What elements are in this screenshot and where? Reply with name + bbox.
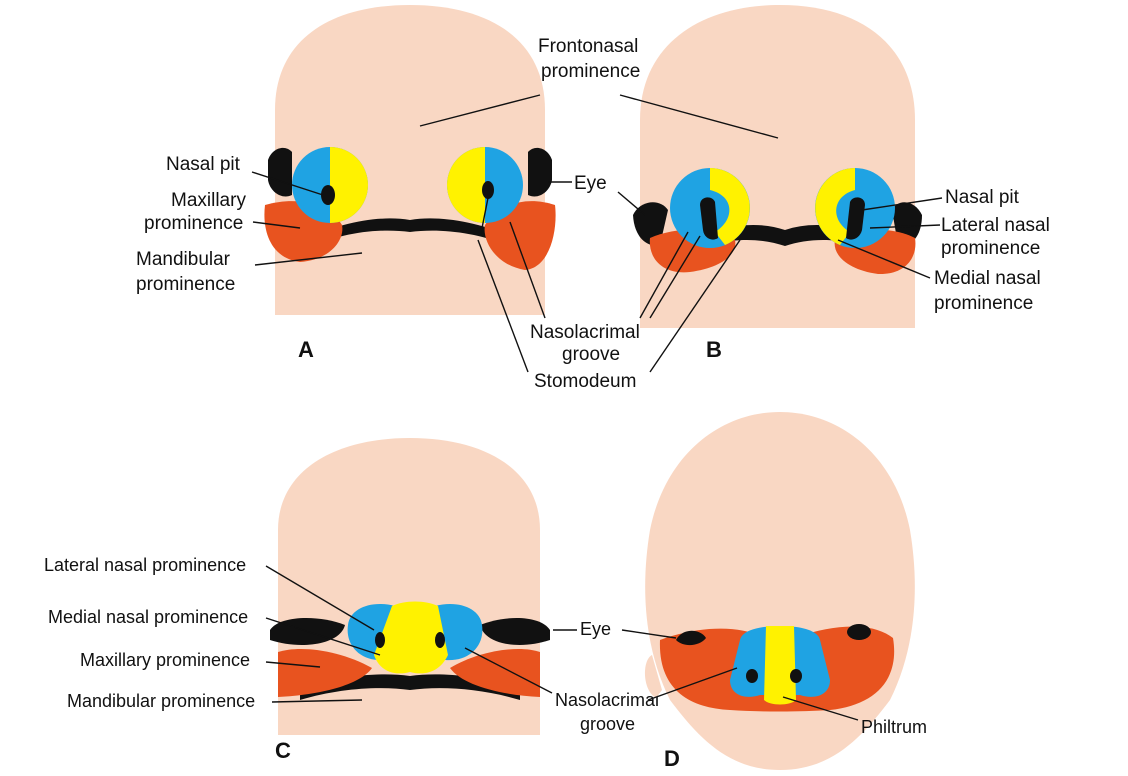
panel-d-letter: D	[664, 746, 680, 771]
panel-c-medial-leader	[265, 617, 381, 656]
panel-a: Nasal pit Maxillary prominence Mandibula…	[136, 5, 556, 362]
panel-b-letter: B	[706, 337, 722, 362]
panel-b-medial-label-2: prominence	[934, 293, 1033, 314]
panel-b-eye-leader	[617, 191, 646, 216]
panel-d-right-eye	[847, 624, 871, 640]
panel-a-mandibular-label-1: Mandibular	[136, 249, 231, 270]
panel-a-right-nasal-yellow	[447, 147, 485, 223]
panel-b: Nasal pit Lateral nasal prominence Media…	[617, 5, 1050, 362]
panel-b-right-nasal-yellow	[815, 168, 855, 245]
panel-a-maxillary-label-2: prominence	[144, 213, 243, 234]
nasolacrimal-leader-b	[639, 231, 689, 319]
panel-a-frontonasal-leader	[419, 94, 541, 127]
shared-ab-labels: Frontonasal prominence Eye Nasolacrimal …	[477, 36, 741, 392]
panel-d-philtrum-label: Philtrum	[861, 717, 927, 737]
panel-d-right-nostril	[790, 669, 802, 683]
panel-d-left-ear	[644, 655, 662, 698]
panel-c-medial-label: Medial nasal prominence	[48, 607, 248, 627]
nasolacrimal-label-1: Nasolacrimal	[530, 322, 640, 343]
eye-label: Eye	[574, 173, 607, 194]
nasolacrimal-leader-b2	[649, 235, 701, 319]
panel-a-right-nasal-pit	[482, 181, 494, 199]
panel-c-left-maxillary	[278, 648, 372, 697]
panel-a-left-nasal-pit	[321, 185, 335, 205]
panel-a-right-eye	[528, 147, 552, 197]
panel-c-nasolacrimal-label-2: groove	[580, 714, 635, 734]
panel-b-nasal-pit-leader	[861, 197, 943, 211]
panel-d-philtrum-leader	[782, 696, 859, 721]
panel-c-lateral-leader	[265, 565, 375, 631]
panel-a-left-nasal-yellow	[330, 147, 368, 223]
panel-b-frontonasal-leader	[619, 94, 779, 139]
panel-a-letter: A	[298, 337, 314, 362]
panel-b-medial-leader	[837, 239, 931, 279]
panel-c-right-maxillary	[450, 648, 540, 697]
panel-d-philtrum	[764, 626, 796, 705]
panel-c-letter: C	[275, 738, 291, 763]
panel-c: Lateral nasal prominence Medial nasal pr…	[44, 438, 659, 763]
panel-b-right-nasal-pit	[846, 197, 865, 240]
panel-c-mandibular-leader	[271, 699, 363, 703]
stomodeum-leader-b	[649, 239, 741, 373]
panel-a-stomodeum	[305, 218, 520, 250]
panel-c-nasolacrimal-leader	[464, 647, 553, 694]
panel-a-maxillary-label-1: Maxillary	[171, 190, 246, 211]
panel-c-mandibular-label: Mandibular prominence	[67, 691, 255, 711]
panel-a-mandibular-label-2: prominence	[136, 274, 235, 295]
panel-c-medial	[374, 601, 448, 674]
panel-c-maxillary-label: Maxillary prominence	[80, 650, 250, 670]
stomodeum-leader-a	[477, 239, 529, 373]
panel-d-eye-leader	[621, 629, 677, 639]
panel-b-left-nasal-pit	[700, 197, 718, 240]
panel-b-lateral-label-1: Lateral nasal	[941, 215, 1050, 236]
panel-d-left-nostril	[746, 669, 758, 683]
panel-a-right-groove	[481, 197, 489, 229]
panel-a-left-eye	[268, 147, 292, 197]
nasolacrimal-leader-a	[509, 221, 546, 319]
stomodeum-label: Stomodeum	[534, 371, 636, 392]
panel-a-maxillary-leader	[252, 221, 301, 229]
frontonasal-label-2: prominence	[541, 61, 640, 82]
panel-a-mandibular-leader	[254, 252, 363, 266]
panel-a-head	[275, 5, 545, 315]
panel-c-lateral-right	[435, 604, 483, 661]
panel-c-eye-label: Eye	[580, 619, 611, 639]
panel-c-nasolacrimal-label-1: Nasolacrimal	[555, 690, 659, 710]
panel-b-nasal-pit-label: Nasal pit	[945, 187, 1020, 208]
panel-b-head	[640, 5, 915, 328]
panel-c-left-nostril	[375, 632, 385, 648]
panel-c-maxillary-leader	[265, 661, 321, 668]
panel-a-nasal-pit-leader	[251, 171, 324, 196]
panel-b-lateral-label-2: prominence	[941, 238, 1040, 259]
frontonasal-label-1: Frontonasal	[538, 36, 638, 57]
panel-d: Philtrum D	[621, 412, 927, 771]
panel-c-right-nostril	[435, 632, 445, 648]
panel-d-nasolacrimal-leader	[647, 667, 738, 701]
panel-c-right-eye	[480, 618, 550, 645]
panel-b-left-nasal-yellow	[710, 168, 750, 245]
panel-d-left-eye	[676, 630, 706, 646]
nasolacrimal-label-2: groove	[562, 344, 620, 365]
panel-b-medial-label-1: Medial nasal	[934, 268, 1041, 289]
panel-a-nasal-pit-label: Nasal pit	[166, 154, 241, 175]
panel-b-lateral-leader	[869, 224, 941, 229]
panel-c-lateral-label: Lateral nasal prominence	[44, 555, 246, 575]
